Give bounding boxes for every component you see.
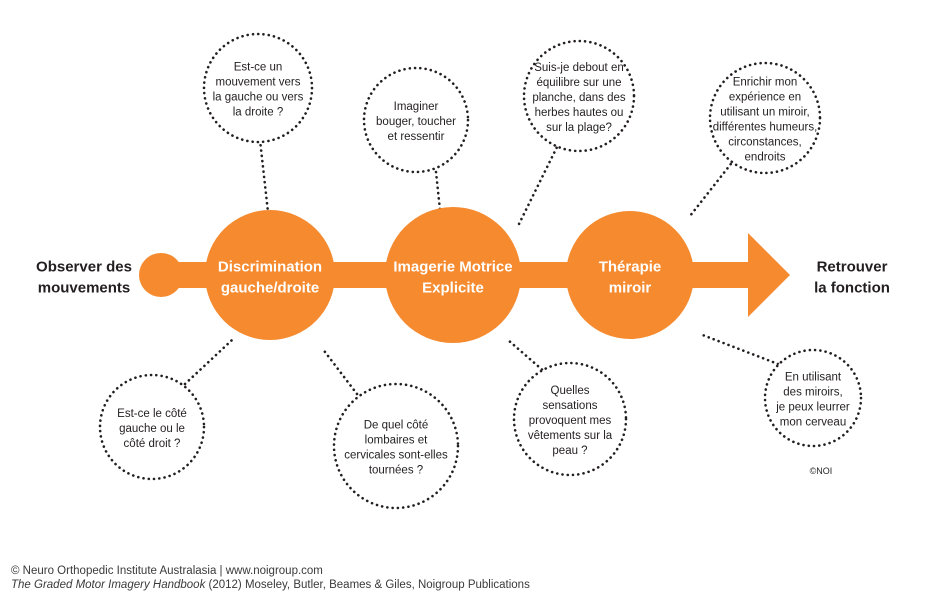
text-line: différentes humeurs, [713, 121, 818, 133]
text-line: vêtements sur la [528, 430, 613, 442]
start-label: Observer des mouvements [36, 258, 132, 296]
bubble-text-quel-cote: De quel côté lombaires et cervicales sont-… [344, 419, 448, 476]
text-line: lombaires et [365, 434, 428, 446]
text-line: provoquent mes [529, 415, 612, 427]
stage-circle-therapie [566, 211, 694, 339]
text-line: Enrichir mon [733, 76, 798, 88]
end-label: Retrouver la fonction [814, 258, 890, 296]
text-line: gauche ou le [119, 423, 185, 435]
bubble-text-mouvement-vers: Est-ce un mouvement vers la gauche ou vers… [213, 61, 304, 118]
text-line: je peux leurrer [775, 401, 850, 413]
text-line: En utilisant [785, 371, 842, 383]
bubble-text-sensations: Quelles sensations provoquent mes vêtements… [528, 385, 613, 457]
text-line: endroits [745, 151, 786, 163]
stage-label-therapie: Thérapie miroir [599, 258, 662, 296]
bubble-cote-gauche [98, 373, 206, 481]
connector-miroirs [698, 332, 780, 366]
bubble-text-cote-gauche: Est-ce le côté gauche ou le côté droit ? [117, 408, 187, 450]
connector-cote-gauche [183, 338, 234, 386]
flow-arrow [139, 207, 790, 343]
bubble-enrichir [708, 61, 822, 175]
footer: © Neuro Orthopedic Institute Australasia… [11, 564, 530, 592]
text-line: Observer des [36, 258, 132, 275]
bubble-imaginer [362, 66, 470, 174]
footer-line-2: The Graded Motor Imagery Handbook (2012)… [11, 578, 530, 592]
text-line: peau ? [552, 445, 587, 457]
connector-imaginer [434, 170, 442, 212]
connector-quel-cote [320, 346, 359, 396]
copyright-mark: ©NOI [810, 466, 833, 476]
footer-book-title: The Graded Motor Imagery Handbook [11, 579, 206, 591]
arrow-head [748, 233, 790, 317]
text-line: mouvement vers [215, 76, 300, 88]
text-line: Thérapie [599, 258, 662, 275]
text-line: mouvements [38, 279, 131, 296]
text-line: Est-ce un [234, 61, 283, 73]
bubble-miroirs [763, 348, 863, 448]
stage-label-discrimination: Discrimination gauche/droite [218, 258, 322, 296]
bubble-text-debout: Suis-je debout en équilibre sur une planch… [532, 62, 626, 134]
text-line: et ressentir [388, 131, 445, 143]
connector-debout [516, 141, 561, 228]
text-line: équilibre sur une [536, 77, 621, 89]
text-line: mon cerveau [780, 416, 846, 428]
text-line: expérience en [729, 91, 801, 103]
connector-enrichir [688, 158, 736, 218]
text-line: bouger, toucher [376, 116, 456, 128]
text-line: herbes hautes ou [535, 107, 624, 119]
graded-motor-imagery-diagram: Observer des mouvements Retrouver la fonct… [36, 32, 890, 510]
text-line: sensations [543, 400, 598, 412]
text-line: la droite ? [233, 106, 284, 118]
text-line: Discrimination [218, 258, 322, 275]
bubble-text-enrichir: Enrichir mon expérience en utilisant un mi… [713, 76, 818, 163]
text-line: De quel côté [364, 419, 429, 431]
question-bubbles [98, 32, 863, 510]
stage-circle-imagerie [385, 207, 521, 343]
text-line: la fonction [814, 279, 890, 296]
bubble-sensations [512, 361, 628, 477]
footer-line-1: © Neuro Orthopedic Institute Australasia… [11, 565, 323, 577]
text-line: utilisant un miroir, [720, 106, 809, 118]
text-line: des miroirs, [783, 386, 842, 398]
text-line: gauche/droite [221, 279, 319, 296]
text-line: sur la plage? [546, 122, 612, 134]
text-line: tournées ? [369, 464, 423, 476]
text-line: circonstances, [728, 136, 802, 148]
stage-circle-discrimination [205, 210, 335, 340]
text-line: Imaginer [394, 101, 439, 113]
text-line: Explicite [422, 279, 484, 296]
text-line: Imagerie Motrice [393, 258, 512, 275]
bubble-text-miroirs: En utilisant des miroirs, je peux leurrer m… [775, 371, 850, 428]
text-line: Retrouver [817, 258, 888, 275]
text-line: côté droit ? [124, 438, 181, 450]
text-line: cervicales sont-elles [344, 449, 448, 461]
text-line: miroir [609, 279, 652, 296]
text-line: la gauche ou vers [213, 91, 304, 103]
bubble-text-imaginer: Imaginer bouger, toucher et ressentir [376, 101, 456, 143]
connector-mouvement-vers [258, 138, 270, 214]
bubble-quel-cote [332, 382, 460, 510]
text-line: planche, dans des [532, 92, 626, 104]
text-line: Quelles [551, 385, 590, 397]
text-line: Suis-je debout en [534, 62, 624, 74]
footer-citation: (2012) Moseley, Butler, Beames & Giles, … [205, 579, 530, 591]
bubble-debout [522, 39, 636, 153]
text-line: Est-ce le côté [117, 408, 187, 420]
bubble-mouvement-vers [202, 32, 314, 144]
